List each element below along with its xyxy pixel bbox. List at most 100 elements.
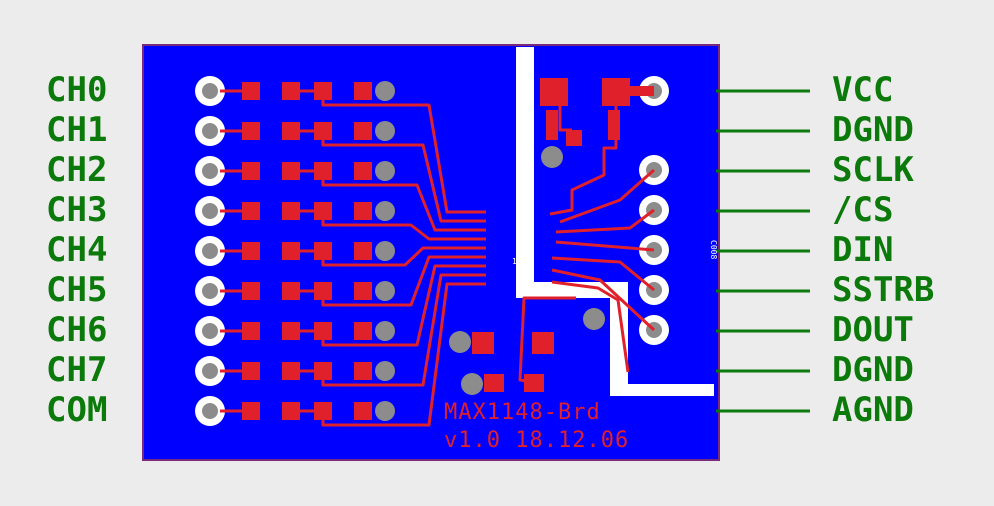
trace [551, 256, 655, 292]
smd-pad-icon [242, 322, 260, 340]
smd-pad-icon [242, 162, 260, 180]
pin-label-din: DIN [832, 230, 894, 270]
via-icon [375, 201, 395, 221]
smd-pad-icon [242, 122, 260, 140]
pin-label-ch2: CH2 [46, 150, 108, 190]
trace [321, 282, 486, 427]
smd-pad-icon [242, 282, 260, 300]
via-icon [375, 161, 395, 181]
trace [321, 264, 486, 347]
smd-pad-icon [314, 402, 332, 420]
pin-label-ch3: CH3 [46, 190, 108, 230]
ic-mark: 1148 [512, 257, 532, 266]
smd-pad-icon [354, 362, 372, 380]
pad-hole-icon [202, 283, 218, 299]
trace [321, 131, 486, 223]
board-version: v1.0 18.12.06 [444, 428, 630, 453]
smd-pad-icon [314, 82, 332, 100]
smd-pad-icon [282, 242, 300, 260]
smd-pad-icon [546, 110, 558, 140]
smd-pad-icon [282, 122, 300, 140]
smd-pad-icon [354, 282, 372, 300]
pin-label-ch7: CH7 [46, 350, 108, 390]
pin-label-dgnd-2: DGND [832, 350, 914, 390]
pad-hole-icon [202, 363, 218, 379]
smd-pad-icon [242, 362, 260, 380]
pad-hole-icon [202, 83, 218, 99]
smd-pad-icon [282, 82, 300, 100]
smd-pad-icon [608, 110, 620, 140]
pad-hole-icon [202, 323, 218, 339]
board-name: MAX1148-Brd [444, 400, 601, 425]
smd-pad-icon [602, 78, 630, 106]
trace [321, 171, 486, 232]
smd-pad-group [242, 78, 630, 421]
via-icon [461, 373, 483, 395]
pad-hole-icon [202, 203, 218, 219]
smd-pad-icon [354, 82, 372, 100]
pad-hole-icon [202, 123, 218, 139]
via-icon [449, 331, 471, 353]
smd-pad-icon [354, 402, 372, 420]
trace [555, 208, 655, 234]
smd-pad-icon [242, 202, 260, 220]
pin-label-agnd: AGND [832, 390, 914, 430]
smd-pad-icon [532, 332, 554, 354]
smd-pad-icon [354, 162, 372, 180]
pin-label-ch6: CH6 [46, 310, 108, 350]
smd-pad-icon [314, 162, 332, 180]
via-icon [375, 401, 395, 421]
smd-pad-icon [242, 82, 260, 100]
via-icon [375, 321, 395, 341]
pin-label-ch5: CH5 [46, 270, 108, 310]
smd-pad-icon [354, 242, 372, 260]
trace [321, 255, 486, 307]
via-group [449, 146, 605, 395]
smd-pad-icon [282, 202, 300, 220]
pad-hole-icon [202, 403, 218, 419]
trace [549, 80, 618, 216]
pad-hole-icon [202, 243, 218, 259]
trace [551, 268, 656, 332]
smd-pad-icon [314, 242, 332, 260]
via-icon [375, 281, 395, 301]
copper-free-zone [516, 47, 714, 396]
smd-pad-icon [242, 402, 260, 420]
right-pin-leaders [716, 89, 810, 413]
pin-label-dgnd: DGND [832, 110, 914, 150]
via-icon [541, 146, 563, 168]
smd-pad-icon [282, 362, 300, 380]
pad-hole-icon [202, 163, 218, 179]
pin-label-sclk: SCLK [832, 150, 914, 190]
pin-label-sstrb: SSTRB [832, 270, 935, 310]
smd-pad-icon [354, 202, 372, 220]
smd-pad-icon [314, 322, 332, 340]
pin-label-ch4: CH4 [46, 230, 108, 270]
smd-pad-icon [282, 282, 300, 300]
smd-pad-icon [242, 242, 260, 260]
trace [321, 211, 486, 241]
smd-pad-icon [566, 130, 582, 146]
trace [555, 240, 655, 252]
smd-pad-icon [314, 362, 332, 380]
left-header [195, 76, 225, 426]
trace [321, 246, 486, 267]
trace [321, 91, 486, 214]
via-icon [375, 121, 395, 141]
via-icon [375, 241, 395, 261]
trace [551, 280, 630, 373]
smd-pad-icon [282, 162, 300, 180]
pin-label-com: COM [46, 390, 108, 430]
pin-label-cs: /CS [832, 190, 894, 230]
smd-pad-icon [354, 322, 372, 340]
via-icon [375, 361, 395, 381]
via-icon [583, 308, 605, 330]
smd-pad-icon [282, 322, 300, 340]
side-mark: C008 [709, 240, 718, 260]
smd-pad-icon [472, 332, 494, 354]
pin-label-ch0: CH0 [46, 70, 108, 110]
pin-label-dout: DOUT [832, 310, 914, 350]
smd-pad-icon [314, 282, 332, 300]
smd-pad-icon [354, 122, 372, 140]
